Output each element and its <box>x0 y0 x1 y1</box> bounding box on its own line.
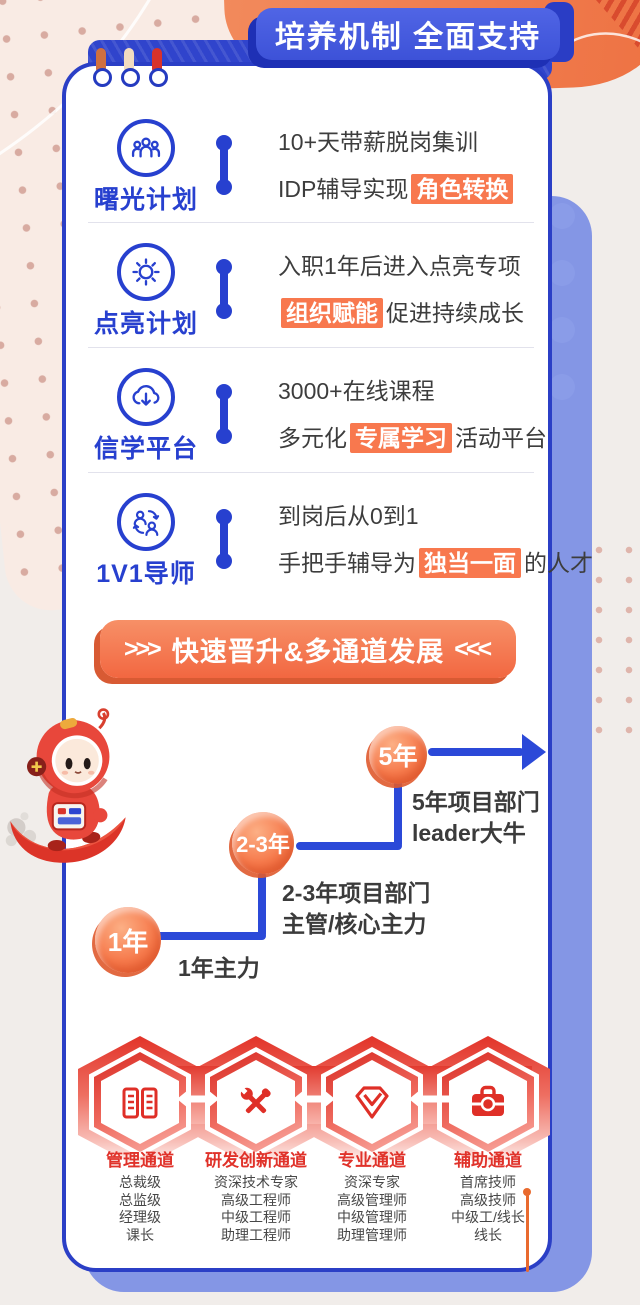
row-divider <box>88 347 534 348</box>
dot-pattern-right <box>584 535 640 735</box>
channel-title: 辅助通道 <box>454 1151 522 1170</box>
highlight-text: 专属学习 <box>350 423 452 453</box>
crossed-tools-icon <box>239 1086 271 1114</box>
program-icon-circle <box>117 119 175 177</box>
program-icon-circle <box>117 368 175 426</box>
program-line1: 到岗后从0到1 <box>278 503 419 529</box>
chevrons-right: >>> <box>123 634 162 663</box>
left-arrow-icon <box>409 1090 450 1108</box>
gem-badge-icon <box>355 1086 389 1119</box>
channel-levels: 首席技师高级技师 中级工/线长线长 <box>451 1174 525 1243</box>
row-divider <box>88 472 534 473</box>
arrow-head <box>522 734 546 770</box>
program-line1: 3000+在线课程 <box>278 378 435 404</box>
path-line <box>394 780 402 848</box>
program-row-mentor: 1V1导师 到岗后从0到1 手把手辅导为独当一面的人才 <box>80 464 593 588</box>
highlight-text: 独当一面 <box>419 548 521 578</box>
toolbox-icon <box>472 1085 504 1116</box>
chevrons-left: <<< <box>454 634 492 663</box>
highlight-text: 角色转换 <box>411 174 514 204</box>
step-circle-2-3year: 2-3年 <box>232 812 294 874</box>
program-line1: 入职1年后进入点亮专项 <box>278 253 521 279</box>
sun-icon <box>132 258 160 286</box>
connector-line <box>216 259 232 319</box>
pin-ring <box>121 68 140 87</box>
page-title: 培养机制 全面支持 <box>256 8 560 60</box>
channel-title: 专业通道 <box>338 1151 406 1170</box>
program-row-shuguang: 曙光计划 10+天带薪脱岗集训 IDP辅导实现角色转换 <box>80 90 532 214</box>
step-circle-1year: 1年 <box>95 907 161 973</box>
arrow-shaft <box>428 748 524 756</box>
program-name: 1V1导师 <box>96 560 196 588</box>
path-line <box>258 872 266 938</box>
path-line <box>296 842 402 850</box>
promotion-title: 快速晋升&多通道发展 <box>171 636 445 667</box>
program-icon-circle <box>117 243 175 301</box>
binder-pin-red <box>152 48 162 74</box>
people-swap-icon <box>132 510 160 536</box>
double-arrow-icon <box>293 1090 335 1108</box>
channel-levels: 资深技术专家高级工程师 中级工程师助理工程师 <box>214 1174 298 1243</box>
cloud-download-icon <box>132 385 160 406</box>
step-desc-2-3year: 2-3年项目部门 主管/核心主力 <box>282 880 431 937</box>
program-line1: 10+天带薪脱岗集训 <box>278 129 479 155</box>
step-circle-5year: 5年 <box>369 726 427 784</box>
channel-title: 研发创新通道 <box>205 1151 307 1170</box>
pin-ring <box>149 68 168 87</box>
program-line2: 手把手辅导为独当一面的人才 <box>278 548 593 578</box>
program-row-dianliang: 点亮计划 入职1年后进入点亮专项 组织赋能促进持续成长 <box>80 214 532 338</box>
shadow-bump <box>549 203 575 229</box>
shadow-bump <box>549 260 575 286</box>
step-desc-5year: 5年项目部门 leader大牛 <box>412 789 540 846</box>
shadow-bump <box>549 374 575 400</box>
needle-decoration <box>526 1192 529 1272</box>
hexagon <box>101 1060 179 1144</box>
program-row-xinxue: 信学平台 3000+在线课程 多元化专属学习活动平台 <box>80 339 547 463</box>
shadow-bump <box>549 317 575 343</box>
channel-levels: 资深专家高级管理师 中级管理师助理管理师 <box>337 1174 407 1243</box>
connector-line <box>216 135 232 195</box>
channel-title: 管理通道 <box>106 1151 174 1170</box>
connector-line <box>216 384 232 444</box>
row-divider <box>88 222 534 223</box>
pin-ring <box>93 68 112 87</box>
program-line2: 多元化专属学习活动平台 <box>278 423 547 453</box>
program-line2: IDP辅导实现角色转换 <box>278 170 516 204</box>
path-line <box>150 932 266 940</box>
promotion-banner: >>> 快速晋升&多通道发展 <<< <box>100 620 516 678</box>
program-icon-circle <box>117 493 175 551</box>
needle-head <box>523 1188 531 1196</box>
astronaut-mascot <box>5 708 126 863</box>
program-line2: 组织赋能促进持续成长 <box>278 294 524 328</box>
program-name: 信学平台 <box>93 435 198 463</box>
step-desc-1year: 1年主力 <box>178 955 260 981</box>
channel-levels: 总裁级总监级 经理级课长 <box>119 1174 161 1243</box>
highlight-text: 组织赋能 <box>281 298 383 328</box>
open-book-icon <box>122 1087 158 1119</box>
connector-line <box>216 509 232 569</box>
people-group-icon <box>131 137 161 158</box>
program-name: 点亮计划 <box>93 310 198 338</box>
double-arrow-icon <box>177 1090 219 1108</box>
program-name: 曙光计划 <box>93 186 198 214</box>
